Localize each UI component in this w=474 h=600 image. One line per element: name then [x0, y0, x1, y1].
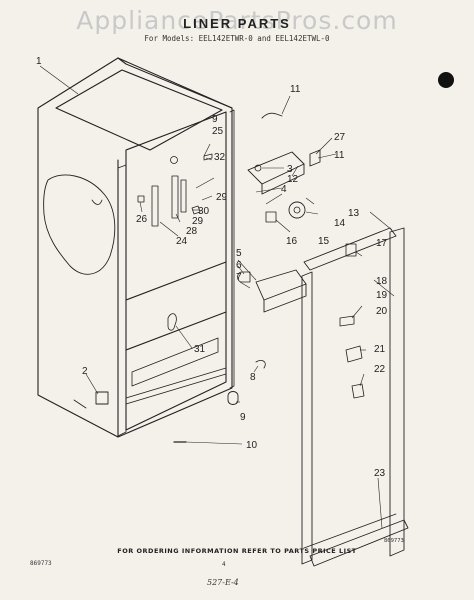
callout-23: 23: [374, 468, 386, 479]
callout-15: 15: [318, 236, 330, 247]
callout-21: 21: [374, 344, 386, 355]
door-frame-19: [301, 271, 313, 565]
callout-13: 13: [348, 208, 360, 219]
screw-part-3: [254, 164, 262, 172]
page-code: 527-E-4: [207, 578, 239, 587]
insulation-cutaway: [43, 174, 116, 275]
bracket-part-24: [151, 185, 159, 227]
knob-part-16: [265, 211, 277, 223]
watermark: AppliancePartsPros.com: [76, 6, 398, 35]
cabinet-top-opening: [55, 69, 223, 151]
callout-8: 8: [250, 372, 256, 383]
callout-27: 27: [334, 132, 346, 143]
callout-18: 18: [376, 276, 388, 287]
callout-32: 32: [214, 152, 226, 163]
page-title: LINER PARTS: [183, 16, 291, 31]
callout-29-lower: 29: [192, 216, 204, 227]
drain-part-31: [167, 313, 177, 331]
hinge-part-2: [95, 391, 109, 405]
thermostat-part-14: [288, 201, 306, 219]
callout-16: 16: [286, 236, 298, 247]
page-number: 4: [222, 561, 226, 568]
callout-9-top: 9: [212, 114, 218, 125]
light-housing: [255, 269, 307, 301]
doc-number-right: 869773: [384, 538, 404, 544]
callout-30: 30: [198, 206, 210, 217]
callout-3: 3: [287, 164, 293, 175]
callout-28: 28: [186, 226, 198, 237]
bracket-part-28: [171, 175, 179, 219]
callout-24: 24: [176, 236, 188, 247]
callout-20: 20: [376, 306, 388, 317]
ordering-note: FOR ORDERING INFORMATION REFER TO PARTS …: [117, 547, 357, 555]
callout-17: 17: [376, 238, 388, 249]
callout-2: 2: [82, 366, 88, 377]
callout-19: 19: [376, 290, 388, 301]
model-subtitle: For Models: EEL142ETWR-0 and EEL142ETWL-…: [144, 34, 330, 43]
cabinet-shell: [37, 57, 233, 438]
door-frame-right: [389, 227, 405, 557]
callout-12: 12: [287, 174, 299, 185]
callout-29-upper: 29: [216, 192, 228, 203]
callout-10: 10: [246, 440, 258, 451]
callout-9-bottom: 9: [240, 412, 246, 423]
callout-31: 31: [194, 344, 206, 355]
bracket-part-20: [339, 315, 355, 327]
door-bottom-23: [309, 519, 409, 567]
doc-number-left: 869773: [30, 560, 52, 567]
bracket-part-22: [351, 383, 365, 399]
binder-hole-mark: [438, 72, 454, 88]
callout-14: 14: [334, 218, 346, 229]
bracket-part-21: [345, 345, 363, 363]
callout-4: 4: [281, 184, 287, 195]
callout-26: 26: [136, 214, 148, 225]
clip-part-8: [255, 359, 266, 369]
callout-22: 22: [374, 364, 386, 375]
cabinet-front-strip: [117, 164, 127, 437]
callout-25: 25: [212, 126, 224, 137]
hinge-part-27: [309, 149, 321, 167]
door-gasket-17: [303, 227, 397, 271]
leveling-leg-part-9: [227, 391, 239, 405]
callout-7: 7: [236, 272, 242, 283]
clip-part-25: [170, 156, 178, 164]
callout-11-top: 11: [290, 84, 301, 95]
callout-5: 5: [236, 248, 242, 259]
light-bulb-part-7: [237, 271, 251, 283]
bracket-part-18: [345, 243, 357, 257]
callout-1: 1: [36, 56, 42, 67]
callout-6: 6: [236, 260, 242, 271]
callout-11-right: 11: [334, 150, 345, 161]
